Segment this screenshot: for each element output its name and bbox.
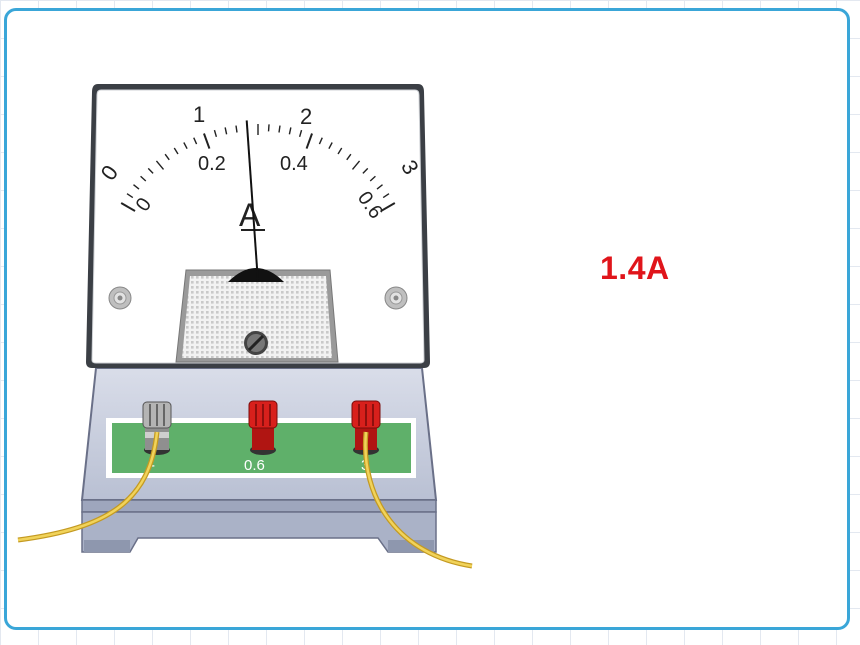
dial-tick (362, 167, 369, 174)
top-scale-label-2: 2 (300, 104, 312, 129)
dial-tick (120, 202, 136, 212)
dial-ticks (120, 124, 396, 212)
terminal-label-negative: - (150, 457, 155, 474)
dial-tick (369, 175, 376, 182)
dial-tick (318, 137, 323, 145)
dial-tick (126, 193, 134, 199)
dial-tick (173, 147, 179, 155)
dial-tick (288, 127, 292, 135)
dial-tick (133, 184, 140, 190)
top-scale-label-1: 1 (193, 102, 205, 127)
dial-tick (278, 125, 281, 133)
terminal-0-6[interactable] (248, 400, 278, 455)
dial-tick (337, 147, 343, 155)
meter-needle (245, 120, 259, 283)
dial-tick (235, 125, 238, 133)
unit-symbol: A (239, 197, 261, 233)
dial-tick (328, 142, 333, 150)
dial-tick (224, 127, 228, 135)
screw-left (108, 286, 132, 310)
dial-tick (155, 160, 165, 170)
dial-tick (140, 175, 147, 182)
current-reading: 1.4A (600, 250, 670, 286)
dial-tick (376, 184, 383, 190)
dial-tick (164, 153, 170, 161)
dial-tick (193, 137, 198, 145)
dial-tick (382, 193, 390, 199)
dial-tick (298, 129, 303, 138)
dial-tick (203, 133, 211, 149)
bottom-scale-label-1: 0.2 (198, 153, 226, 175)
dial-tick (183, 142, 188, 150)
dial-tick (305, 133, 313, 149)
dial-tick (213, 129, 218, 138)
dial-tick (147, 167, 154, 174)
screw-right (384, 286, 408, 310)
terminal-label-0-6: 0.6 (244, 457, 265, 474)
dial-tick (346, 153, 352, 161)
zero-adjust-screw[interactable] (244, 331, 268, 355)
needle-window (175, 268, 339, 363)
bottom-scale-label-2: 0.4 (280, 153, 308, 175)
meter-face (86, 84, 430, 368)
dial-tick (380, 202, 396, 212)
dial-tick (351, 160, 361, 170)
